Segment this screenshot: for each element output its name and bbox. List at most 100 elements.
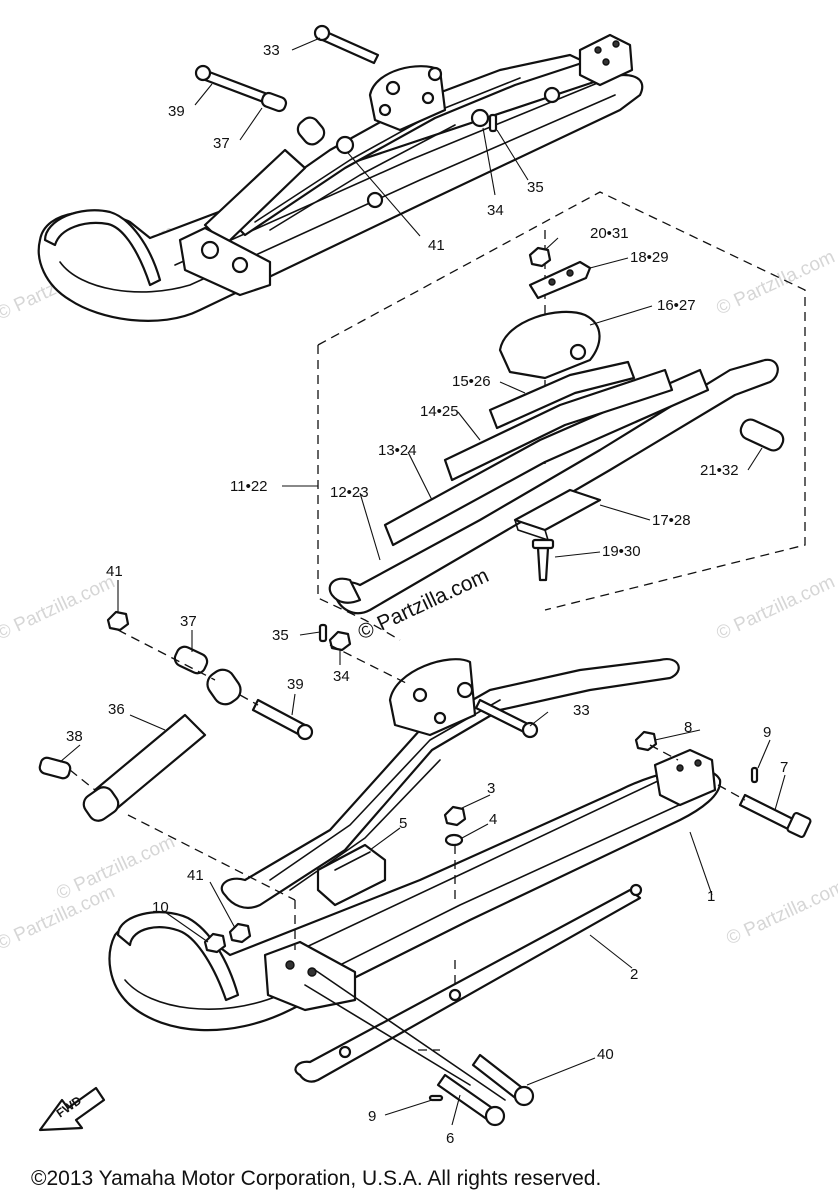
callout-17-28: 17•28	[652, 512, 691, 529]
top-shock-mount	[178, 226, 272, 297]
through-rod	[314, 969, 506, 1101]
spring-clip-18-hole	[566, 269, 574, 277]
callout-35: 35	[272, 627, 289, 644]
bolt-7	[738, 793, 797, 832]
top-ski-lower-edge	[59, 94, 616, 293]
bracket-5-slot	[334, 851, 371, 871]
nut-34	[328, 630, 352, 652]
callout-41: 41	[428, 237, 445, 254]
fwd-arrow-icon	[38, 1086, 106, 1132]
watermark-text: © Partzilla.com	[713, 571, 838, 644]
top-shock-eye	[296, 116, 326, 146]
top-nut	[366, 191, 384, 209]
top-rear-bracket-hole	[594, 46, 602, 54]
shock-36-lower-eye	[82, 786, 120, 822]
spring-saddle-16	[498, 310, 601, 380]
watermark-text: © Partzilla.com	[53, 831, 178, 904]
wear-bar-stud	[629, 883, 643, 897]
callout-9: 9	[763, 724, 771, 741]
callout-40: 40	[597, 1046, 614, 1063]
top-saddle-bolt	[421, 91, 435, 105]
top-bolt-39-head	[194, 64, 212, 82]
callout-13-24: 13•24	[378, 442, 417, 459]
callout-5: 5	[399, 815, 407, 832]
ski-rear-bracket-hole	[694, 759, 702, 767]
shaft-40-end	[513, 1085, 535, 1107]
spring-plate-17	[513, 488, 602, 532]
bottom-saddle-bolt	[433, 711, 447, 725]
top-nut	[543, 86, 561, 104]
watermark-text: © Partzilla.com	[713, 246, 838, 319]
ski-handle	[116, 911, 240, 1002]
washer-4	[444, 833, 464, 847]
callout-21-32: 21•32	[700, 462, 739, 479]
bolt-7-head	[786, 812, 812, 838]
wear-bar-stud	[338, 1045, 352, 1059]
callout-41: 41	[106, 563, 123, 580]
top-leaders	[194, 37, 529, 237]
cotter-pin-9	[750, 766, 759, 784]
top-saddle-bolt	[378, 103, 392, 117]
callout-39: 39	[287, 676, 304, 693]
spring-clip-18-hole	[548, 278, 556, 286]
callout-39: 39	[168, 103, 185, 120]
callout-1: 1	[707, 888, 715, 905]
copyright-notice: ©2013 Yamaha Motor Corporation, U.S.A. A…	[31, 1167, 601, 1190]
top-ski-assembly	[37, 24, 644, 322]
bottom-spring-saddle	[388, 658, 477, 737]
bottom-leaf-spring	[220, 658, 680, 909]
callout-36: 36	[108, 701, 125, 718]
ski-rear-bracket-hole	[676, 764, 684, 772]
callout-2: 2	[630, 966, 638, 983]
callout-19-30: 19•30	[602, 543, 641, 560]
pin-38	[38, 756, 72, 780]
nut-41-lower	[228, 922, 252, 944]
top-saddle-bolt	[427, 66, 443, 82]
watermark-text: © Partzilla.com	[723, 876, 838, 949]
saddle-16-hole	[569, 343, 587, 361]
spring-leaf-13	[383, 368, 710, 547]
callout-34: 34	[487, 202, 504, 219]
callout-37: 37	[180, 613, 197, 630]
forward-indicator: FWD	[38, 1086, 106, 1132]
bottom-saddle-bolt	[412, 687, 428, 703]
spring-bolt-19-head	[531, 538, 555, 550]
spring-leaf-12-curl	[328, 577, 362, 604]
callout-10: 10	[152, 899, 169, 916]
bolt-33-head	[521, 721, 539, 739]
callout-41: 41	[187, 867, 204, 884]
bracket-5	[316, 843, 387, 907]
top-bolt-33-head	[313, 24, 331, 42]
callout-8: 8	[684, 719, 692, 736]
top-saddle-bolt	[385, 80, 401, 96]
nut-3	[443, 805, 467, 827]
ski-front-bracket-hole	[285, 960, 295, 970]
top-rear-bracket-hole	[602, 58, 610, 66]
callout-labels: 33 39 37 35 34 41 20•31 18•29 16•27 15•2…	[66, 42, 788, 1147]
spring-leaf-14	[443, 368, 674, 482]
callout-9: 9	[368, 1108, 376, 1125]
cotter-pin-9-lower	[428, 1094, 444, 1102]
callout-6: 6	[446, 1130, 454, 1147]
bottom-dashed-connectors	[69, 629, 746, 1051]
bottom-leaf-spring-3	[289, 759, 441, 891]
nut-10	[203, 932, 227, 954]
top-collar-37	[260, 91, 288, 113]
callout-4: 4	[489, 811, 497, 828]
ski-front-bracket-hole	[307, 967, 317, 977]
callout-15-26: 15•26	[452, 373, 491, 390]
callout-37: 37	[213, 135, 230, 152]
callout-12-23: 12•23	[330, 484, 369, 501]
top-shock-mount-nut	[200, 240, 220, 260]
nut-41	[106, 610, 130, 632]
bottom-leaders	[59, 580, 786, 1126]
bottom-saddle-bolt	[456, 681, 474, 699]
callout-33: 33	[573, 702, 590, 719]
top-shock-mount-nut	[231, 256, 249, 274]
spring-plate-17-lip	[514, 519, 549, 541]
callout-7: 7	[780, 759, 788, 776]
callout-20-31: 20•31	[590, 225, 629, 242]
top-rear-bracket-hole	[612, 40, 620, 48]
bolt-39	[251, 698, 307, 737]
